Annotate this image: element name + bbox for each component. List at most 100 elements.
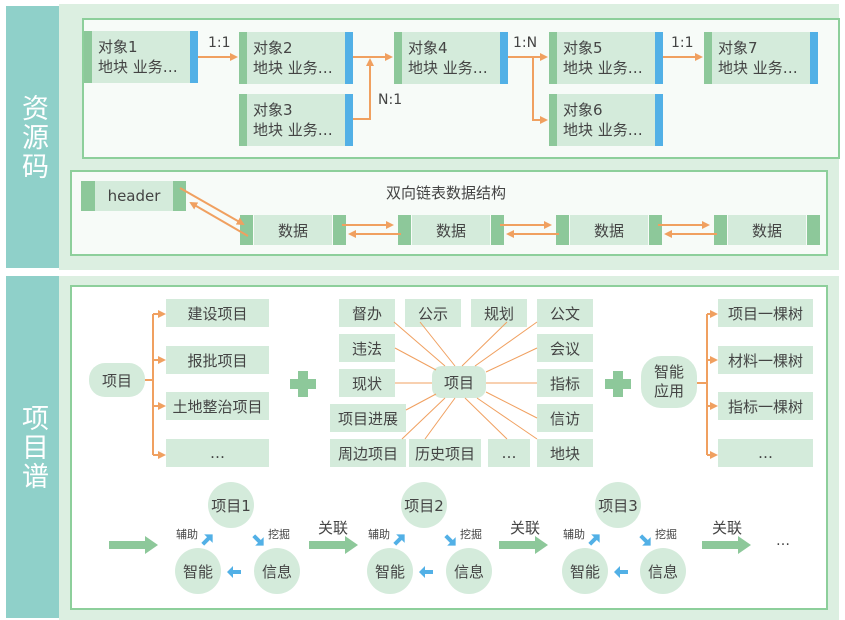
object-desc: 地块 业务… (408, 59, 488, 77)
cycle-assist-label-3: 辅助 (563, 528, 585, 541)
object-name: 对象4 (408, 39, 448, 57)
plus-icon (290, 371, 316, 397)
section-label-text: 资源码 (17, 93, 48, 181)
object-name: 对象5 (563, 39, 603, 57)
object-node-4[interactable]: 对象4 地块 业务… (394, 32, 508, 84)
plus-icon (605, 371, 631, 397)
object-desc: 地块 业务… (253, 121, 333, 139)
hub-item[interactable]: 地块 (537, 439, 593, 467)
cycle-info-1[interactable]: 信息 (254, 548, 300, 594)
project-tree-child[interactable]: … (166, 439, 269, 467)
flow-arrow-icon (309, 536, 358, 554)
hub-item[interactable]: 会议 (537, 334, 593, 362)
smart-app-root[interactable]: 智能 应用 (641, 356, 697, 408)
smart-app-root-line: 智能 (653, 363, 684, 381)
cycle-project-1[interactable]: 项目1 (208, 482, 254, 528)
left-bar (239, 32, 247, 84)
hub-item[interactable]: 公文 (537, 299, 593, 327)
data-node-bar (649, 215, 662, 245)
smart-app-child[interactable]: 指标一棵树 (718, 392, 813, 420)
hub-item[interactable]: 历史项目 (409, 439, 481, 467)
project-tree-child[interactable]: 土地整治项目 (166, 392, 269, 420)
right-bar (345, 94, 353, 146)
continuation-ellipsis: … (776, 533, 790, 549)
flow-arrow-icon (702, 536, 751, 554)
object-name: 对象1 (98, 38, 138, 56)
cycle-arrows (201, 534, 651, 578)
relation-label-3-4: N:1 (378, 92, 403, 108)
data-node-4[interactable]: 数据 (728, 215, 806, 245)
object-name: 对象6 (563, 101, 603, 119)
smart-app-child[interactable]: 项目一棵树 (718, 299, 813, 327)
object-node-5[interactable]: 对象5 地块 业务… (549, 32, 663, 84)
right-bar (500, 32, 508, 84)
relation-arrow-3-4 (353, 58, 374, 120)
hub-item[interactable]: 现状 (339, 369, 395, 397)
smart-app-child[interactable]: … (718, 439, 813, 467)
cycle-project-3[interactable]: 项目3 (595, 482, 641, 528)
hub-item[interactable]: 违法 (339, 334, 395, 362)
left-bar (704, 32, 712, 84)
object-node-7[interactable]: 对象7 地块 业务… (704, 32, 818, 84)
cycle-info-3[interactable]: 信息 (640, 548, 686, 594)
left-bar (239, 94, 247, 146)
hub-item[interactable]: … (488, 439, 530, 467)
object-name: 对象2 (253, 39, 293, 57)
cycle-assist-label-1: 辅助 (176, 528, 198, 541)
object-node-3[interactable]: 对象3 地块 业务… (239, 94, 353, 146)
flow-arrow-icon (499, 536, 548, 554)
hub-item[interactable]: 规划 (471, 299, 527, 327)
project-tree-child[interactable]: 报批项目 (166, 346, 269, 374)
data-node-bar (807, 215, 820, 245)
relation-label-1-2: 1:1 (208, 35, 231, 51)
hub-item[interactable]: 周边项目 (330, 439, 406, 467)
object-desc: 地块 业务… (718, 59, 798, 77)
hub-item[interactable]: 项目进展 (330, 404, 406, 432)
object-desc: 地块 业务… (563, 121, 643, 139)
list-arrow-back (189, 201, 249, 237)
cycle-info-2[interactable]: 信息 (446, 548, 492, 594)
green-arrows (109, 536, 751, 554)
project-hub-center[interactable]: 项目 (432, 366, 486, 398)
left-bar (84, 31, 92, 83)
header-node[interactable]: header (95, 181, 173, 211)
data-node-bar (714, 215, 727, 245)
object-desc: 地块 业务… (563, 59, 643, 77)
left-bar (394, 32, 402, 84)
linked-list-title: 双向链表数据结构 (386, 184, 507, 202)
data-node-2[interactable]: 数据 (412, 215, 490, 245)
flow-arrow-icon (109, 536, 158, 554)
right-bar (190, 31, 198, 83)
object-name: 对象7 (718, 39, 758, 57)
hub-item[interactable]: 指标 (537, 369, 593, 397)
right-bar (655, 94, 663, 146)
cycle-smart-2[interactable]: 智能 (367, 548, 413, 594)
data-node-3[interactable]: 数据 (570, 215, 648, 245)
smart-app-child[interactable]: 材料一棵树 (718, 346, 813, 374)
project-tree-child[interactable]: 建设项目 (166, 299, 269, 327)
data-node-bar (333, 215, 346, 245)
left-bar (549, 94, 557, 146)
object-node-6[interactable]: 对象6 地块 业务… (549, 94, 663, 146)
section-label-text: 项目谱 (17, 403, 48, 491)
cycle-smart-3[interactable]: 智能 (562, 548, 608, 594)
hub-item[interactable]: 督办 (339, 299, 395, 327)
right-bar (655, 32, 663, 84)
hub-item[interactable]: 信访 (537, 404, 593, 432)
relation-label-5-7: 1:1 (671, 35, 694, 51)
cycle-mine-label-1: 挖掘 (268, 528, 290, 541)
cycle-project-2[interactable]: 项目2 (401, 482, 447, 528)
link-label: 关联 (318, 519, 349, 537)
object-name: 对象3 (253, 101, 293, 119)
cycle-smart-1[interactable]: 智能 (175, 548, 221, 594)
project-tree-root[interactable]: 项目 (89, 363, 145, 397)
smart-app-root-line: 应用 (653, 382, 684, 400)
data-node-1[interactable]: 数据 (254, 215, 332, 245)
section-label-resource-code: 资源码 (6, 6, 59, 268)
data-node-bar (491, 215, 504, 245)
list-arrow-forward (179, 187, 245, 225)
hub-item[interactable]: 公示 (405, 299, 461, 327)
hub-spokes (393, 321, 538, 440)
